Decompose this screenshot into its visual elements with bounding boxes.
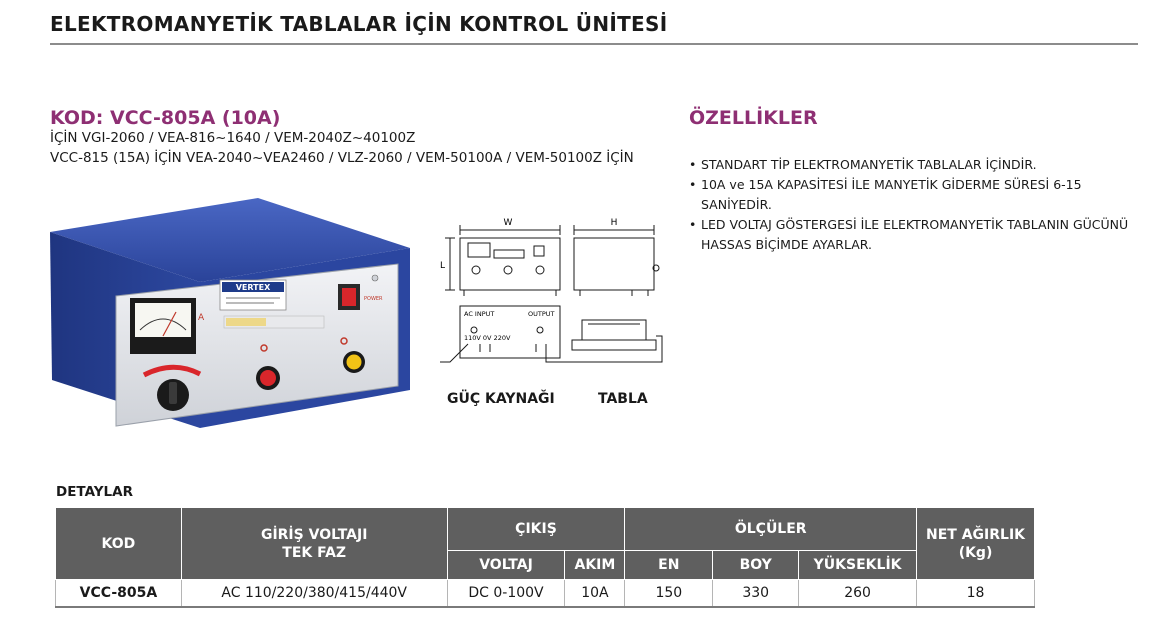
header-height: YÜKSEKLİK (798, 550, 918, 580)
cell-kod: VCC-805A (55, 579, 182, 608)
header-net-weight-line2: (Kg) (958, 544, 993, 561)
header-input-voltage-line1: GİRİŞ VOLTAJI (260, 526, 368, 543)
dimension-diagram: W H L AC INPUT OUTPUT 110V 0V 220V (440, 218, 663, 363)
compat-line-2: VCC-815 (15A) İÇİN VEA-2040~VEA2460 / VL… (50, 150, 634, 166)
details-heading: DETAYLAR (56, 484, 133, 500)
feature-item: STANDART TİP ELEKTROMANYETİK TABLALAR İÇ… (689, 155, 1139, 175)
title-divider (50, 43, 1138, 45)
features-heading: ÖZELLİKLER (689, 107, 818, 129)
product-code-heading: KOD: VCC-805A (10A) (50, 107, 281, 129)
cell-width: 150 (624, 579, 714, 608)
header-net-weight: NET AĞIRLIK (Kg) (916, 507, 1035, 580)
power-label: POWER (364, 296, 383, 302)
header-input-voltage-line2: TEK FAZ (282, 544, 347, 561)
cell-height: 260 (798, 579, 918, 608)
cell-output-voltage: DC 0-100V (446, 579, 566, 608)
ac-input-label: AC INPUT (464, 310, 494, 318)
cell-length: 330 (712, 579, 800, 608)
brand-label: VERTEX (236, 283, 271, 292)
compat-line-1: İÇİN VGI-2060 / VEA-816~1640 / VEM-2040Z… (50, 130, 416, 146)
table-row: VCC-805A AC 110/220/380/415/440V DC 0-10… (55, 579, 1035, 608)
dim-l-label: L (440, 261, 445, 271)
output-label: OUTPUT (528, 310, 555, 318)
dim-h-label: H (611, 218, 618, 228)
feature-item: LED VOLTAJ GÖSTERGESİ İLE ELEKTROMANYETİ… (689, 215, 1139, 255)
header-output: ÇIKIŞ (446, 507, 626, 551)
dim-w-label: W (504, 218, 513, 228)
header-dimensions: ÖLÇÜLER (624, 507, 918, 551)
header-output-voltage: VOLTAJ (446, 550, 566, 580)
header-width: EN (624, 550, 714, 580)
page-title: ELEKTROMANYETİK TABLALAR İÇİN KONTROL ÜN… (50, 12, 668, 36)
feature-item: 10A ve 15A KAPASİTESİ İLE MANYETİK GİDER… (689, 175, 1139, 215)
power-supply-caption: GÜÇ KAYNAĞI (447, 391, 555, 407)
header-input-voltage: GİRİŞ VOLTAJI TEK FAZ (180, 507, 448, 580)
cell-input-voltage: AC 110/220/380/415/440V (180, 579, 448, 608)
cell-net-weight: 18 (916, 579, 1035, 608)
header-kod: KOD (55, 507, 182, 580)
spec-table: KOD GİRİŞ VOLTAJI TEK FAZ ÇIKIŞ ÖLÇÜLER … (55, 507, 1035, 608)
header-length: BOY (712, 550, 800, 580)
header-net-weight-line1: NET AĞIRLIK (926, 526, 1026, 543)
table-caption: TABLA (598, 391, 648, 407)
header-output-current: AKIM (564, 550, 626, 580)
meter-unit-label: A (198, 313, 205, 323)
cell-output-current: 10A (564, 579, 626, 608)
features-list: STANDART TİP ELEKTROMANYETİK TABLALAR İÇ… (689, 155, 1139, 255)
voltage-labels: 110V 0V 220V (464, 334, 511, 342)
control-unit-photo: A VERTEX POWER (50, 198, 410, 428)
